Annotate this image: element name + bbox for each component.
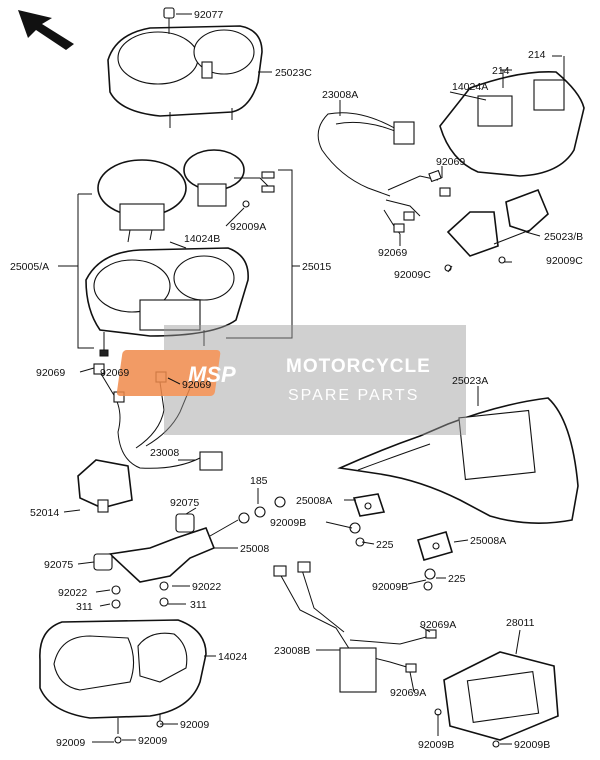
wiring-23008b[interactable] [273,561,437,693]
wiring-23008a[interactable] [317,112,451,235]
label-14024: 14024 [218,651,247,663]
stay-25008[interactable] [93,496,286,583]
label-23008a: 23008A [322,89,358,101]
watermark-logo-badge [116,350,221,396]
label-92077: 92077 [194,9,223,21]
label-92069-center: 92069 [100,367,129,379]
bracket-25008a-lower[interactable] [417,531,453,561]
label-92069-right: 92069 [182,379,211,391]
label-14024b: 14024B [184,233,220,245]
label-92022-right: 92022 [192,581,221,593]
watermark-title: MOTORCYCLE [286,356,431,377]
leader-lines [63,13,562,745]
label-52014: 52014 [30,507,59,519]
switch-52014[interactable] [77,459,133,513]
label-92009b-lower-left: 92009B [418,739,454,751]
label-92009-center: 92009 [138,735,167,747]
label-92009b-lower-right: 92009B [514,739,550,751]
label-92069-top: 92069 [436,156,465,168]
label-311-right: 311 [190,599,207,611]
label-92022-left: 92022 [58,587,87,599]
label-214-left: 214 [492,65,510,77]
label-185: 185 [250,475,268,487]
label-92069a-upper: 92069A [420,619,456,631]
label-214-right: 214 [528,49,546,61]
watermark-logo: MSP [188,362,236,387]
label-92075-upper: 92075 [170,497,199,509]
label-28011: 28011 [506,617,535,629]
label-92009c-right: 92009C [546,255,583,267]
label-25008a-right: 25008A [470,535,506,547]
meter-case-25005a[interactable] [85,247,249,357]
label-92069a-lower: 92069A [390,687,426,699]
label-92009-right: 92009 [180,719,209,731]
speedometer-unit[interactable] [97,159,187,243]
meter-housing-25023c[interactable] [107,7,263,128]
lower-cover-14024[interactable] [39,619,207,734]
label-25015: 25015 [302,261,331,273]
label-92009a: 92009A [230,221,266,233]
label-14024a: 14024A [452,81,488,93]
watermark-subtitle: SPARE PARTS [288,387,419,404]
assembly-bracket-lines [58,169,300,349]
label-225-upper: 225 [376,539,394,551]
label-92009c-left: 92009C [394,269,431,281]
screws-and-washers [111,200,506,748]
lower-cowl-25023a[interactable] [337,397,579,524]
label-92069-mid: 92069 [378,247,407,259]
part-labels: 92077 25023C 23008A 214 214 14024A 92069… [10,9,583,751]
label-92009b-upper: 92009B [270,517,306,529]
label-25023b: 25023/B [544,231,583,243]
label-25008: 25008 [240,543,269,555]
label-92075-lower: 92075 [44,559,73,571]
label-92009-left: 92009 [56,737,85,749]
label-23008b: 23008B [274,645,310,657]
indicator-bracket-25023b[interactable] [446,188,549,257]
label-25005a: 25005/A [10,261,49,273]
label-23008: 23008 [150,447,179,459]
label-92069-left: 92069 [36,367,65,379]
label-25023a: 25023A [452,375,488,387]
arrow-up-left-icon [18,10,74,50]
unit-28011[interactable] [443,651,559,741]
bracket-25008a-upper[interactable] [352,493,386,517]
label-25023c: 25023C [275,67,312,79]
label-311-left: 311 [76,601,93,613]
watermark: MSP MOTORCYCLE SPARE PARTS [116,325,466,435]
label-92009b-mid: 92009B [372,581,408,593]
tachometer-unit[interactable] [183,149,275,207]
label-25008a-upper: 25008A [296,495,332,507]
label-225-lower: 225 [448,573,466,585]
